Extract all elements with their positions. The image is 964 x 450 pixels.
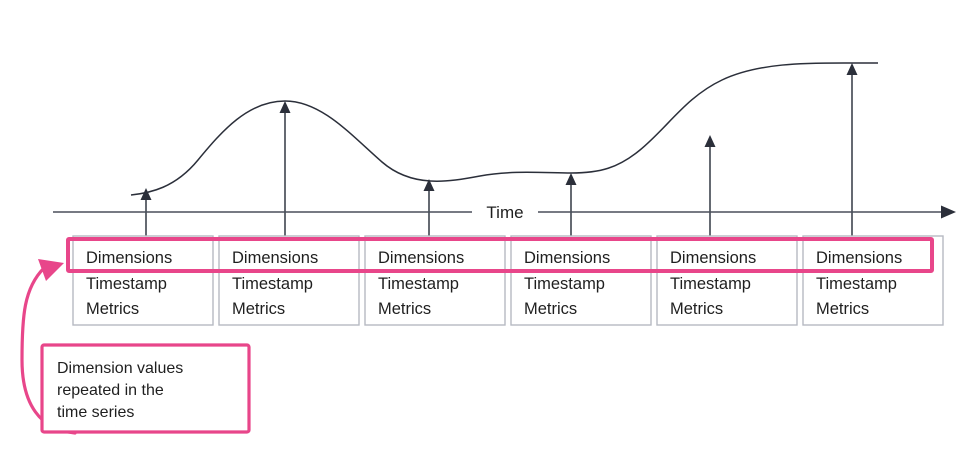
sample-tick-6 bbox=[846, 63, 858, 262]
card-box-5 bbox=[656, 235, 798, 326]
tick-arrowhead-6 bbox=[846, 63, 858, 75]
record-card-3[interactable]: Dimensions Timestamp Metrics bbox=[364, 235, 506, 326]
card-box-2 bbox=[218, 235, 360, 326]
annotation-line-3: time series bbox=[57, 404, 134, 421]
card-6-metrics: Metrics bbox=[816, 300, 869, 318]
card-box-6 bbox=[802, 235, 944, 326]
card-1-timestamp: Timestamp bbox=[86, 275, 167, 293]
record-card-2[interactable]: Dimensions Timestamp Metrics bbox=[218, 235, 360, 326]
tick-arrowhead-1 bbox=[140, 188, 152, 200]
record-card-5[interactable]: Dimensions Timestamp Metrics bbox=[656, 235, 798, 326]
metric-curve bbox=[130, 62, 878, 196]
annotation-line-2: repeated in the bbox=[57, 382, 164, 399]
card-6-dimensions: Dimensions bbox=[816, 249, 902, 267]
time-axis-label: Time bbox=[486, 203, 523, 222]
card-4-timestamp: Timestamp bbox=[524, 275, 605, 293]
record-cards-group: Dimensions Timestamp Metrics Dimensions … bbox=[72, 235, 944, 326]
arrow-right-icon bbox=[941, 205, 956, 219]
record-card-4[interactable]: Dimensions Timestamp Metrics bbox=[510, 235, 652, 326]
card-3-dimensions: Dimensions bbox=[378, 249, 464, 267]
record-card-6[interactable]: Dimensions Timestamp Metrics bbox=[802, 235, 944, 326]
metric-curve-group bbox=[130, 62, 878, 196]
card-5-timestamp: Timestamp bbox=[670, 275, 751, 293]
tick-arrowhead-4 bbox=[565, 173, 577, 185]
axis-label-backdrop bbox=[472, 200, 538, 224]
card-6-timestamp: Timestamp bbox=[816, 275, 897, 293]
card-3-timestamp: Timestamp bbox=[378, 275, 459, 293]
card-1-dimensions: Dimensions bbox=[86, 249, 172, 267]
time-axis-group: Time bbox=[53, 200, 956, 224]
card-1-metrics: Metrics bbox=[86, 300, 139, 318]
card-2-timestamp: Timestamp bbox=[232, 275, 313, 293]
curved-arrow-head bbox=[38, 259, 64, 281]
record-card-1[interactable]: Dimensions Timestamp Metrics bbox=[72, 235, 214, 326]
annotation-line-1: Dimension values bbox=[57, 360, 183, 377]
card-2-metrics: Metrics bbox=[232, 300, 285, 318]
card-box-3 bbox=[364, 235, 506, 326]
tick-arrowhead-2 bbox=[279, 101, 291, 113]
card-3-metrics: Metrics bbox=[378, 300, 431, 318]
card-5-metrics: Metrics bbox=[670, 300, 723, 318]
card-4-dimensions: Dimensions bbox=[524, 249, 610, 267]
card-5-dimensions: Dimensions bbox=[670, 249, 756, 267]
card-2-dimensions: Dimensions bbox=[232, 249, 318, 267]
dimensions-row-highlight[interactable] bbox=[66, 237, 934, 273]
annotation-note[interactable]: Dimension values repeated in the time se… bbox=[40, 343, 251, 434]
annotation-note-box bbox=[40, 343, 251, 434]
card-box-4 bbox=[510, 235, 652, 326]
card-4-metrics: Metrics bbox=[524, 300, 577, 318]
tick-arrowhead-5 bbox=[704, 135, 716, 147]
card-box-1 bbox=[72, 235, 214, 326]
tick-arrowhead-3 bbox=[423, 179, 435, 191]
sample-ticks-group bbox=[140, 63, 858, 262]
